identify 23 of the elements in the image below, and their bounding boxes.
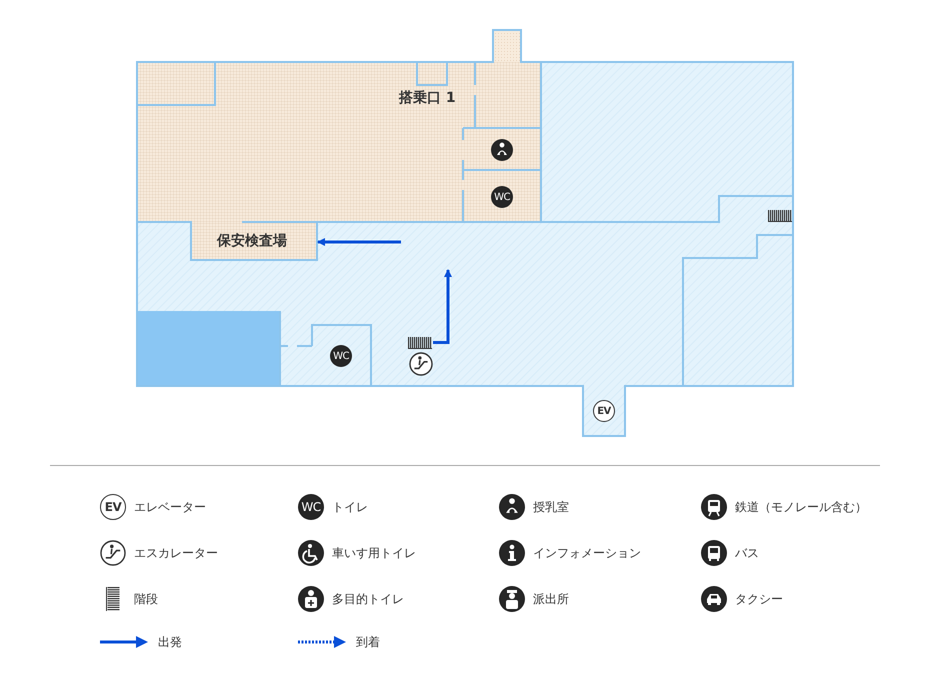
route-arrow: [433, 269, 452, 344]
legend-label: エスカレーター: [134, 545, 218, 562]
area-name: 保安検査場: [217, 232, 287, 250]
legend-label: 車いす用トイレ: [332, 545, 416, 562]
legend-label: インフォメーション: [533, 545, 641, 562]
area-name: 搭乗口 1: [399, 89, 456, 107]
legend-label: 授乳室: [533, 499, 569, 516]
boarding-gate-area: [137, 62, 541, 222]
legend-label: 到着: [356, 634, 380, 651]
security-checkpoint-area: [191, 222, 317, 260]
legend-label: 出発: [158, 634, 182, 651]
toilet-sign: WC: [298, 494, 324, 520]
legend-label: 多目的トイレ: [332, 591, 404, 608]
legend-label: バス: [735, 545, 759, 562]
elevator-sign: EV: [100, 494, 126, 520]
legend-label: 鉄道（モノレール含む）: [735, 499, 867, 516]
legend-label: トイレ: [332, 499, 368, 516]
stairs-icon: [408, 336, 432, 349]
route-arrow: [317, 238, 401, 246]
legend-label: 派出所: [533, 591, 569, 608]
legend-label: 階段: [134, 591, 158, 608]
legend-label: エレベーター: [134, 499, 206, 516]
legend-label: タクシー: [735, 591, 783, 608]
